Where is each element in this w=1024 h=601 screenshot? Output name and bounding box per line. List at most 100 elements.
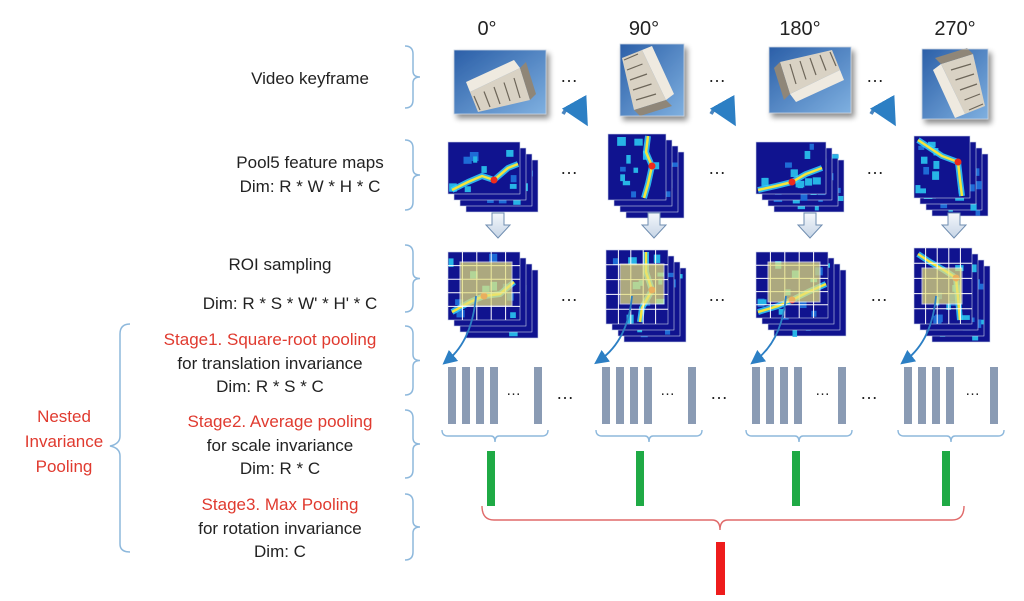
pooled-bar	[462, 367, 470, 424]
heat-blob	[915, 185, 921, 194]
heat-blob	[785, 162, 792, 168]
building-side	[935, 48, 973, 64]
heat-blob	[620, 166, 626, 172]
pooled-bar	[918, 367, 926, 424]
building-face	[622, 50, 666, 110]
heat-blob	[814, 205, 819, 211]
average-bracket	[745, 429, 853, 443]
heat-blob	[809, 143, 814, 150]
rotation-arrow	[709, 94, 736, 127]
heat-blob	[506, 149, 514, 157]
label-pool5-dim: Dim: R * W * H * C	[239, 177, 381, 196]
heat-blob	[481, 166, 487, 173]
building-window	[799, 60, 807, 80]
average-bracket	[441, 429, 549, 443]
building-window	[626, 63, 643, 71]
roi-map-0	[447, 251, 539, 339]
flow-arrow	[594, 295, 633, 365]
heat-blob	[473, 156, 478, 163]
label-nested-1: Nested	[37, 407, 91, 426]
ellipsis: …	[506, 382, 522, 399]
building-window	[819, 54, 827, 71]
building-window	[968, 103, 984, 111]
heat-blob	[966, 184, 975, 192]
roi-map-270	[913, 247, 991, 343]
pooled-bar	[794, 367, 802, 424]
ellipsis: …	[708, 158, 727, 178]
label-nested-2: Invariance	[24, 432, 104, 451]
flow-arrow	[900, 295, 937, 365]
heat-blob	[800, 192, 808, 201]
building-window	[632, 83, 652, 91]
heat-blob	[626, 155, 631, 164]
roi-region	[459, 261, 513, 307]
ellipsis: …	[866, 66, 885, 86]
heat-blob	[972, 333, 979, 341]
heat-peak	[648, 162, 656, 170]
heat-blob	[757, 299, 767, 305]
bracket-keyframe	[404, 45, 421, 109]
heat-blob	[795, 180, 805, 188]
flow-arrow	[750, 295, 787, 365]
roi-region	[921, 267, 963, 305]
heat-blob	[928, 141, 936, 148]
heat-blob	[628, 257, 637, 266]
building-face	[941, 54, 985, 114]
keyframe-0	[453, 49, 547, 115]
label-video-keyframe: Video keyframe	[251, 69, 369, 88]
ellipsis: …	[560, 285, 579, 305]
heat-blob	[671, 162, 678, 167]
angle-label: 0°	[477, 18, 497, 40]
ellipsis: …	[556, 383, 575, 403]
bracket-pool5	[404, 139, 421, 211]
heat-blob	[933, 160, 940, 169]
pool5-map-270	[913, 135, 989, 217]
building-window	[829, 51, 837, 67]
heat-blob	[790, 169, 798, 178]
building-side	[774, 62, 790, 100]
pooled-bar	[838, 367, 846, 424]
down-block-arrow	[484, 212, 512, 239]
heat-blob	[620, 174, 626, 182]
roi-map-180	[755, 251, 847, 337]
average-pooled-bar	[636, 451, 644, 506]
ellipsis: …	[660, 382, 676, 399]
rotation-arrow	[561, 94, 588, 127]
heat-blob	[509, 183, 517, 189]
label-stage3-dim: Dim: C	[254, 542, 306, 561]
keyframe-border	[619, 43, 685, 117]
heat-blob	[464, 186, 471, 193]
keyframe-building	[933, 48, 985, 118]
roi-map-90	[605, 249, 687, 343]
rotation-arrow	[869, 94, 896, 127]
bracket-stage2	[404, 409, 421, 479]
ellipsis: …	[860, 383, 879, 403]
average-pooled-bar	[942, 451, 950, 506]
heat-blob	[932, 171, 940, 180]
heat-blob	[665, 328, 671, 335]
building-window	[964, 93, 981, 101]
heat-blob	[489, 253, 498, 262]
building-side	[634, 100, 672, 116]
heat-blob	[509, 331, 518, 337]
ellipsis: …	[965, 382, 981, 399]
building-window	[473, 95, 481, 111]
heat-blob	[778, 308, 784, 315]
heat-blob	[633, 167, 639, 173]
ellipsis: …	[560, 66, 579, 86]
building-side	[520, 62, 536, 100]
heat-blob	[456, 309, 465, 318]
keyframe-border	[921, 48, 989, 120]
building-window	[513, 77, 521, 99]
final-max-pooled-bar	[716, 542, 725, 595]
heat-blob	[792, 328, 798, 337]
heat-blob	[653, 254, 661, 263]
heat-blob	[665, 272, 674, 278]
down-block-arrow	[940, 212, 968, 239]
heat-blob	[805, 178, 813, 186]
heat-blob	[631, 191, 637, 198]
heat-blob	[920, 156, 928, 164]
heat-blob	[612, 258, 619, 265]
ellipsis: …	[866, 158, 885, 178]
